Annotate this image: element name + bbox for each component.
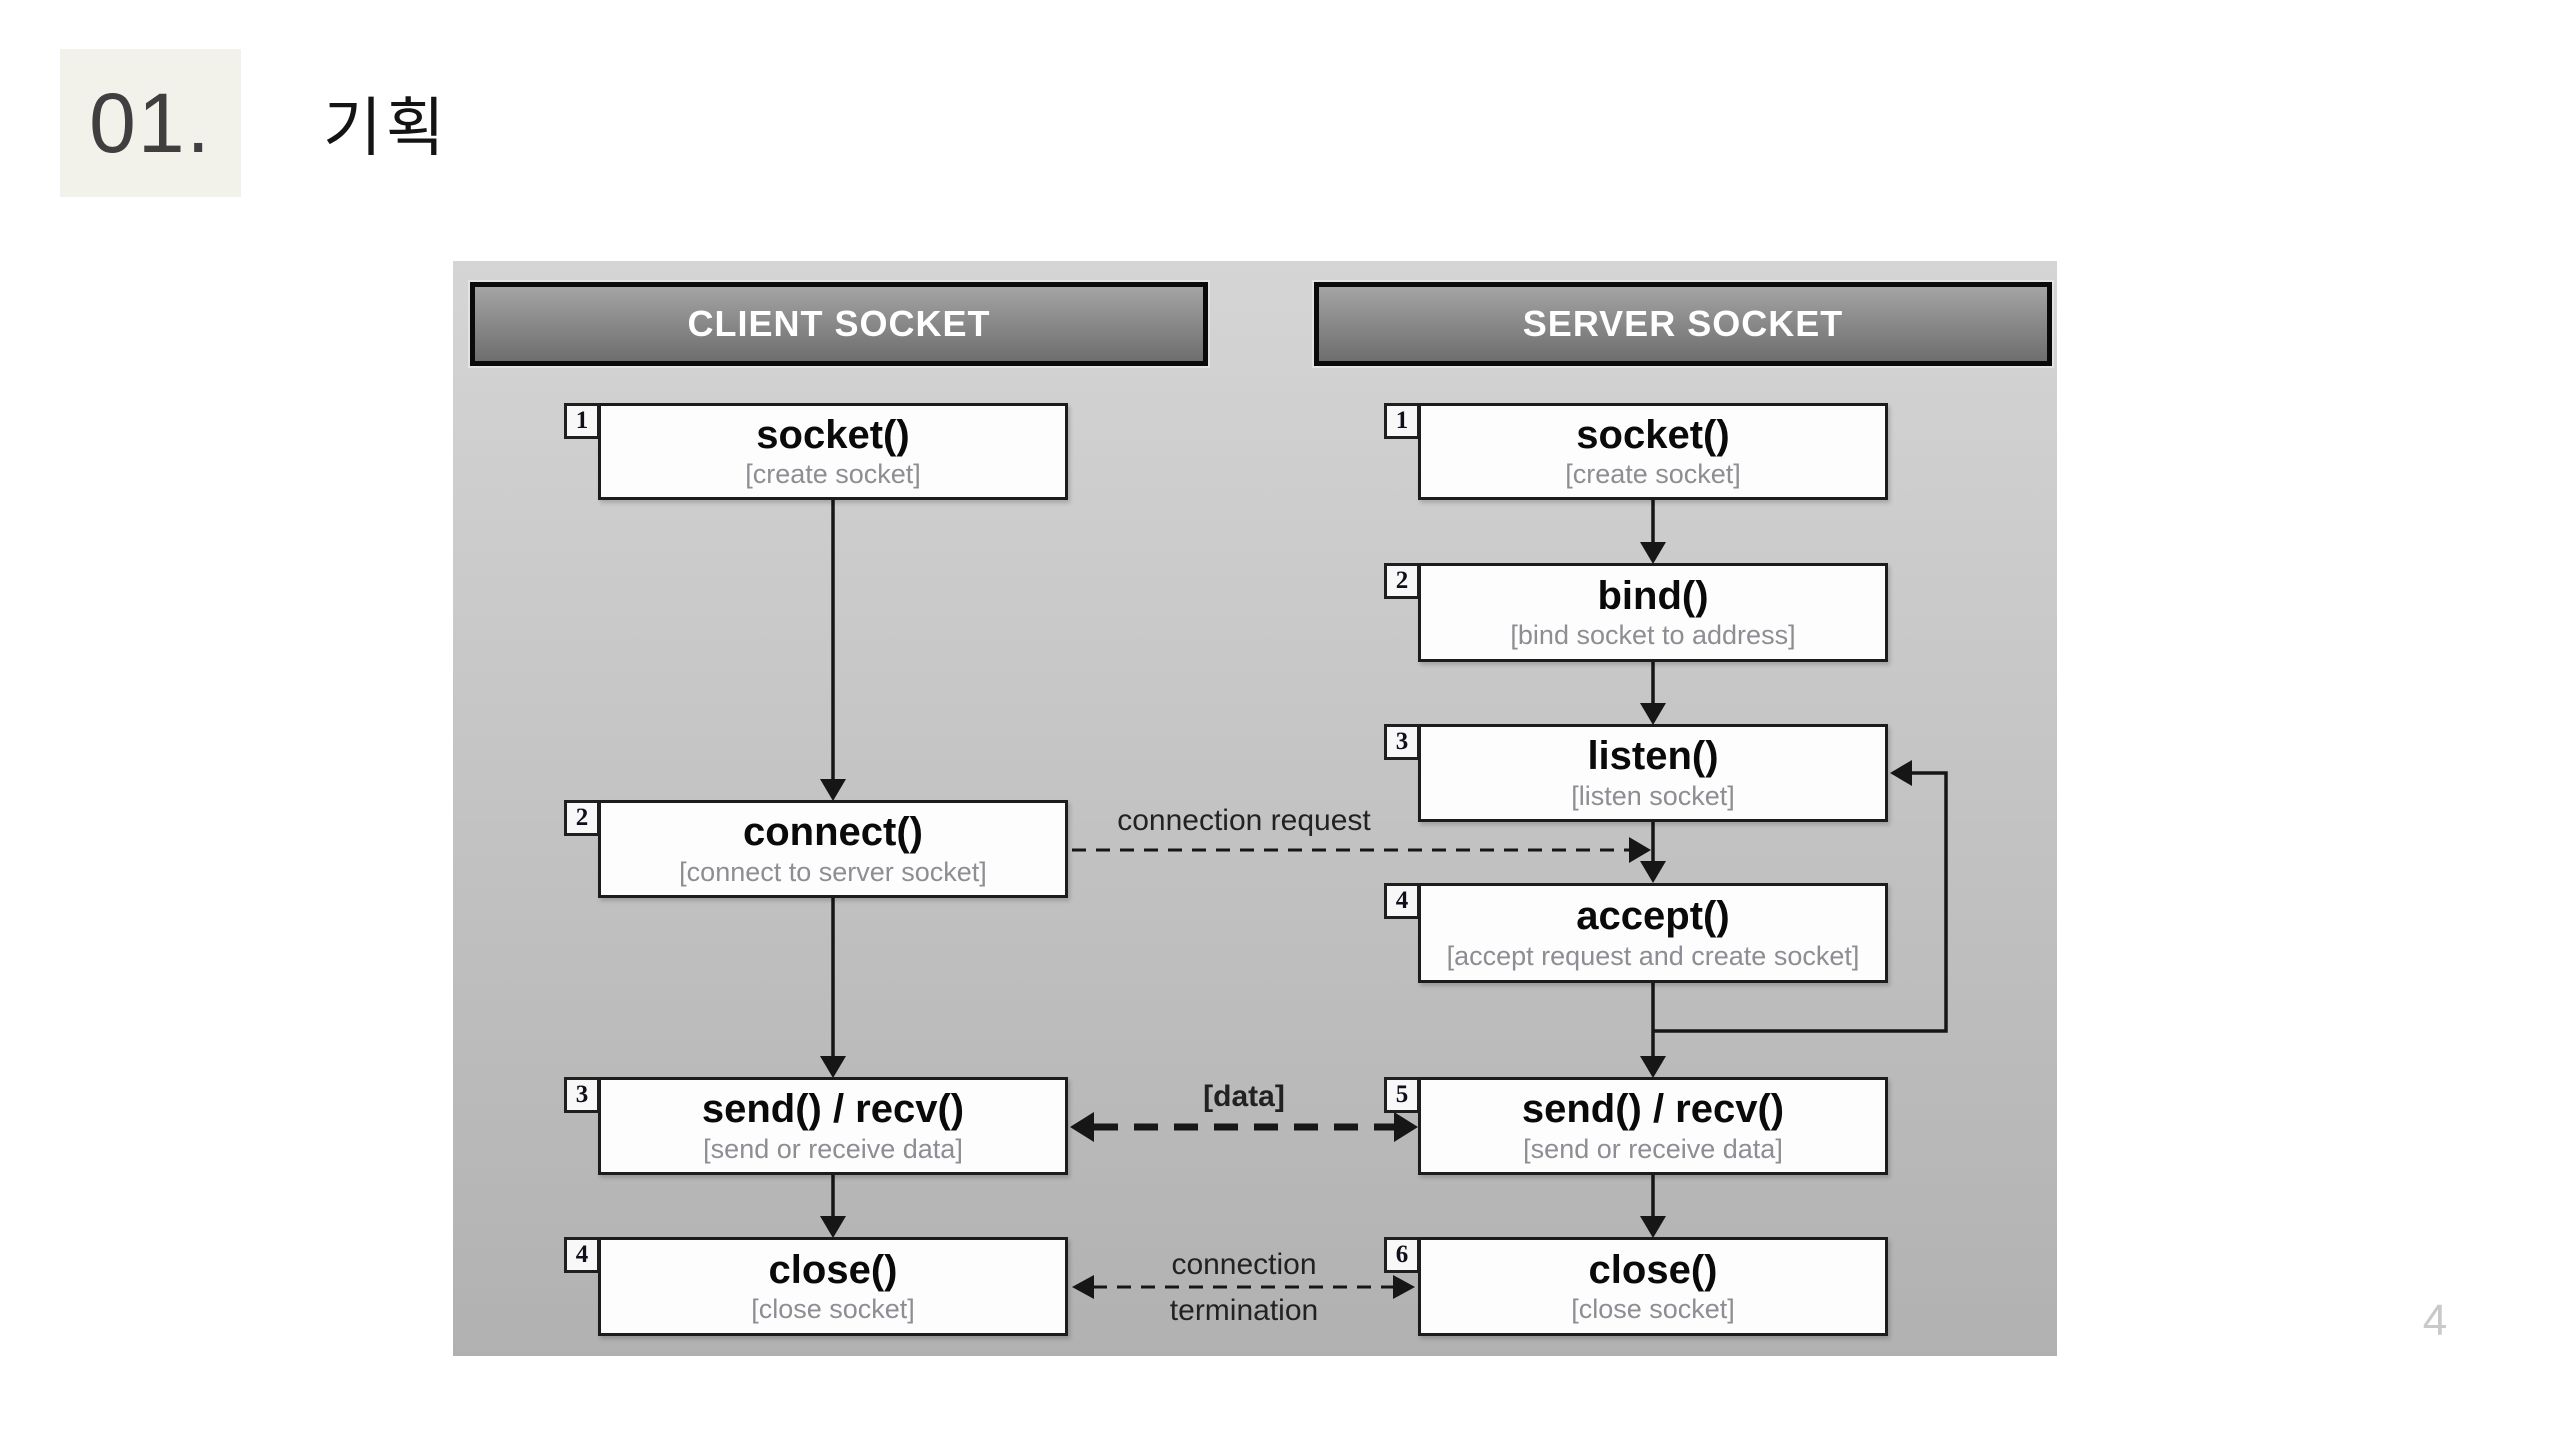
function-name: socket() [1576, 412, 1730, 457]
step-number-badge: 1 [1384, 403, 1420, 439]
arrowhead-down-icon [1640, 703, 1666, 725]
function-name: listen() [1587, 734, 1719, 779]
step-number-badge: 4 [564, 1237, 600, 1273]
step-number-badge: 2 [1384, 563, 1420, 599]
function-name: send() / recv() [701, 1087, 965, 1132]
step-number-badge: 5 [1384, 1077, 1420, 1113]
server-step-listen-box: 3 listen() [listen socket] [1384, 724, 1888, 822]
server-step-socket-box: 1 socket() [create socket] [1384, 403, 1888, 500]
arrowhead-left-icon [1072, 1275, 1094, 1299]
step-number-badge: 2 [564, 800, 600, 836]
server-step-send-recv-box: 5 send() / recv() [send or receive data] [1384, 1077, 1888, 1175]
step-number-badge: 3 [1384, 724, 1420, 760]
connection-termination-line1: connection [1171, 1248, 1317, 1281]
function-desc: [send or receive data] [703, 1133, 963, 1164]
function-desc: [listen socket] [1571, 780, 1735, 811]
arrowhead-left-icon [1070, 1112, 1094, 1142]
server-step-accept-box: 4 accept() [accept request and create so… [1384, 883, 1888, 983]
function-desc: [close socket] [751, 1294, 915, 1325]
arrowhead-down-icon [820, 779, 846, 801]
loop-arrow-accept-to-listen [1653, 771, 1948, 1033]
step-number-badge: 4 [1384, 883, 1420, 919]
arrowhead-down-icon [1640, 542, 1666, 564]
server-socket-header: SERVER SOCKET [1314, 282, 2052, 366]
step-number-badge: 1 [564, 403, 600, 439]
step-number-badge: 3 [564, 1077, 600, 1113]
arrowhead-left-icon [1890, 760, 1912, 786]
page-number: 4 [2422, 1296, 2448, 1345]
function-name: accept() [1576, 894, 1730, 939]
function-name: connect() [743, 810, 923, 855]
arrowhead-right-icon [1393, 1275, 1415, 1299]
function-desc: [accept request and create socket] [1446, 940, 1860, 971]
server-step-close-box: 6 close() [close socket] [1384, 1237, 1888, 1336]
client-step-close-box: 4 close() [close socket] [564, 1237, 1068, 1336]
arrowhead-down-icon [1640, 1056, 1666, 1078]
section-title: 기획 [323, 92, 449, 164]
function-name: bind() [1597, 573, 1709, 618]
function-desc: [send or receive data] [1523, 1133, 1783, 1164]
arrowhead-right-icon [1394, 1112, 1418, 1142]
function-name: close() [1588, 1247, 1718, 1292]
socket-flow-diagram: CLIENT SOCKET SERVER SOCKET 1 socket() [… [453, 261, 2057, 1356]
client-step-connect-box: 2 connect() [connect to server socket] [564, 800, 1068, 898]
diagram-arrows-layer [820, 500, 1948, 1299]
arrowhead-down-icon [1640, 861, 1666, 883]
data-label: [data] [1203, 1080, 1285, 1113]
server-step-bind-box: 2 bind() [bind socket to address] [1384, 563, 1888, 662]
section-number: 01. [89, 75, 212, 170]
function-desc: [connect to server socket] [679, 856, 987, 887]
function-desc: [bind socket to address] [1510, 620, 1796, 651]
function-name: close() [768, 1247, 898, 1292]
function-desc: [close socket] [1571, 1294, 1735, 1325]
arrowhead-down-icon [820, 1056, 846, 1078]
function-name: socket() [756, 412, 910, 457]
arrowhead-down-icon [1640, 1216, 1666, 1238]
connection-request-label: connection request [1117, 804, 1371, 837]
client-step-socket-box: 1 socket() [create socket] [564, 403, 1068, 500]
client-step-send-recv-box: 3 send() / recv() [send or receive data] [564, 1077, 1068, 1175]
function-desc: [create socket] [745, 459, 921, 490]
arrowhead-right-icon [1629, 837, 1651, 863]
slide-title-row: 01. 기획 [60, 49, 449, 197]
section-number-box: 01. [60, 49, 241, 197]
step-number-badge: 6 [1384, 1237, 1420, 1273]
client-socket-header: CLIENT SOCKET [470, 282, 1208, 366]
function-name: send() / recv() [1521, 1087, 1785, 1132]
function-desc: [create socket] [1565, 459, 1741, 490]
arrowhead-down-icon [820, 1216, 846, 1238]
connection-termination-line2: termination [1169, 1294, 1319, 1327]
connection-termination-label: connection termination [1072, 1242, 1416, 1334]
